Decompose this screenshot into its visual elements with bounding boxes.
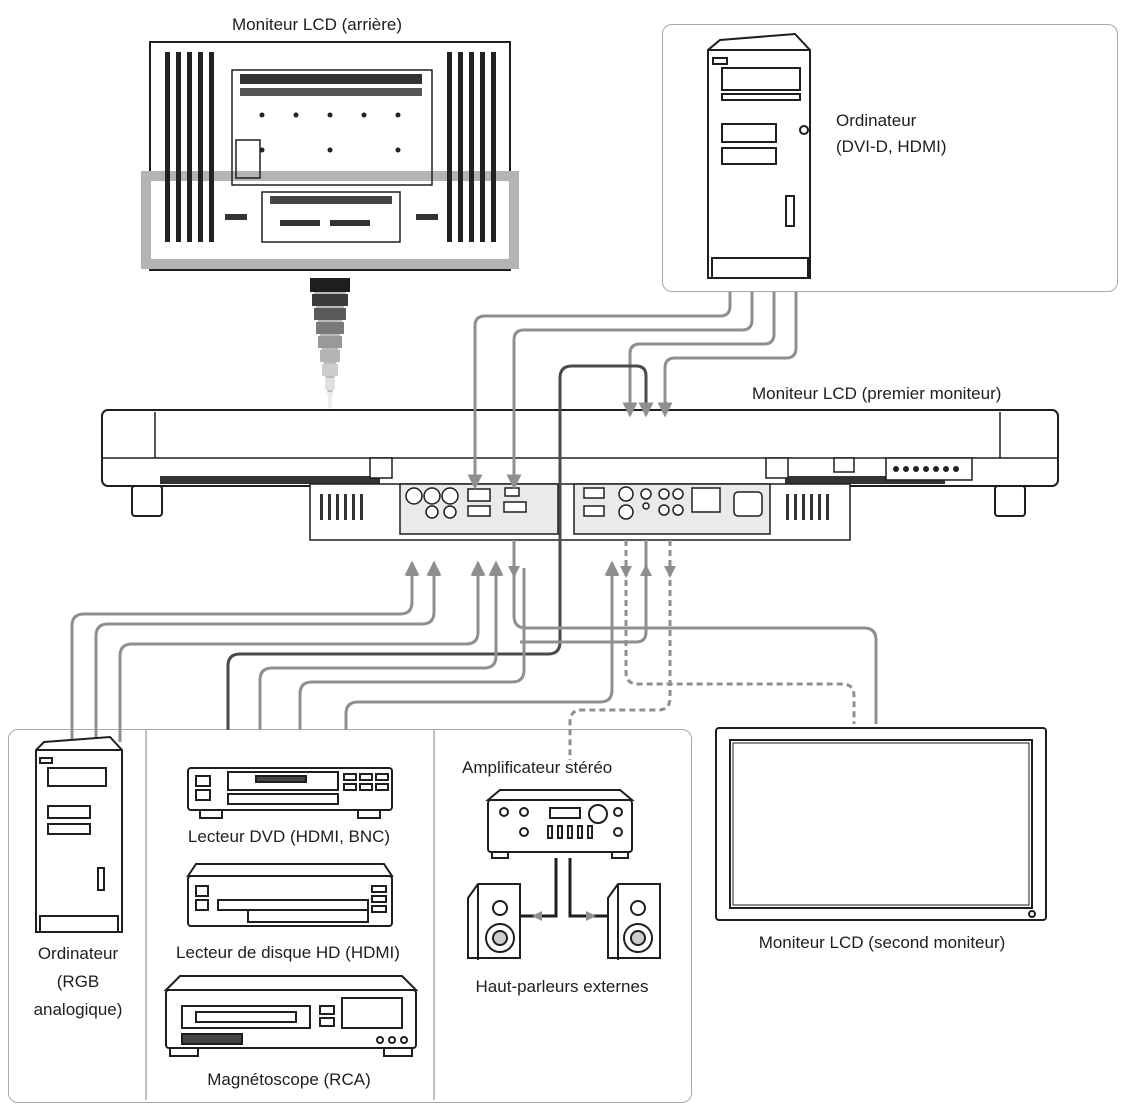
computer-analog-illustration	[35, 735, 123, 933]
cables-source-devices	[70, 540, 878, 730]
amplifier-label: Amplificateur stéréo	[462, 758, 613, 777]
speaker-cable-arrows	[532, 911, 596, 921]
audio-cables-dashed	[568, 540, 856, 760]
vcr-illustration	[163, 975, 419, 1057]
computer-analog-label: Ordinateur	[37, 944, 119, 963]
hd-player-label: Lecteur de disque HD (HDMI)	[176, 943, 400, 962]
second-monitor-illustration	[715, 727, 1047, 921]
speakers-label: Haut-parleurs externes	[475, 977, 649, 996]
monitor-rear-illustration	[141, 41, 519, 271]
computer-analog-label-rgb: (RGB	[56, 972, 100, 991]
computer-digital-illustration	[707, 32, 811, 279]
speaker-cables	[520, 858, 608, 918]
first-monitor-label: Moniteur LCD (premier moniteur)	[752, 384, 1002, 403]
speaker-right-illustration	[607, 883, 661, 960]
monitor-rear-label: Moniteur LCD (arrière)	[232, 15, 403, 34]
zoom-indicator	[310, 278, 350, 410]
cable-dvd-hdmi	[226, 364, 654, 730]
hd-player-illustration	[186, 863, 394, 927]
first-monitor-illustration	[101, 409, 1059, 541]
speaker-left-illustration	[467, 883, 521, 960]
second-monitor-label: Moniteur LCD (second moniteur)	[758, 933, 1006, 952]
vcr-label: Magnétoscope (RCA)	[207, 1070, 371, 1089]
amplifier-illustration	[485, 789, 635, 859]
dvd-player-illustration	[187, 767, 393, 819]
cables-computer-digital	[467, 292, 798, 490]
input-arrows	[406, 564, 676, 578]
computer-digital-label: Ordinateur	[836, 111, 917, 130]
computer-analog-label-type: analogique)	[33, 1000, 123, 1019]
dvd-player-label: Lecteur DVD (HDMI, BNC)	[187, 827, 391, 846]
computer-digital-label-ports: (DVI-D, HDMI)	[836, 137, 947, 156]
